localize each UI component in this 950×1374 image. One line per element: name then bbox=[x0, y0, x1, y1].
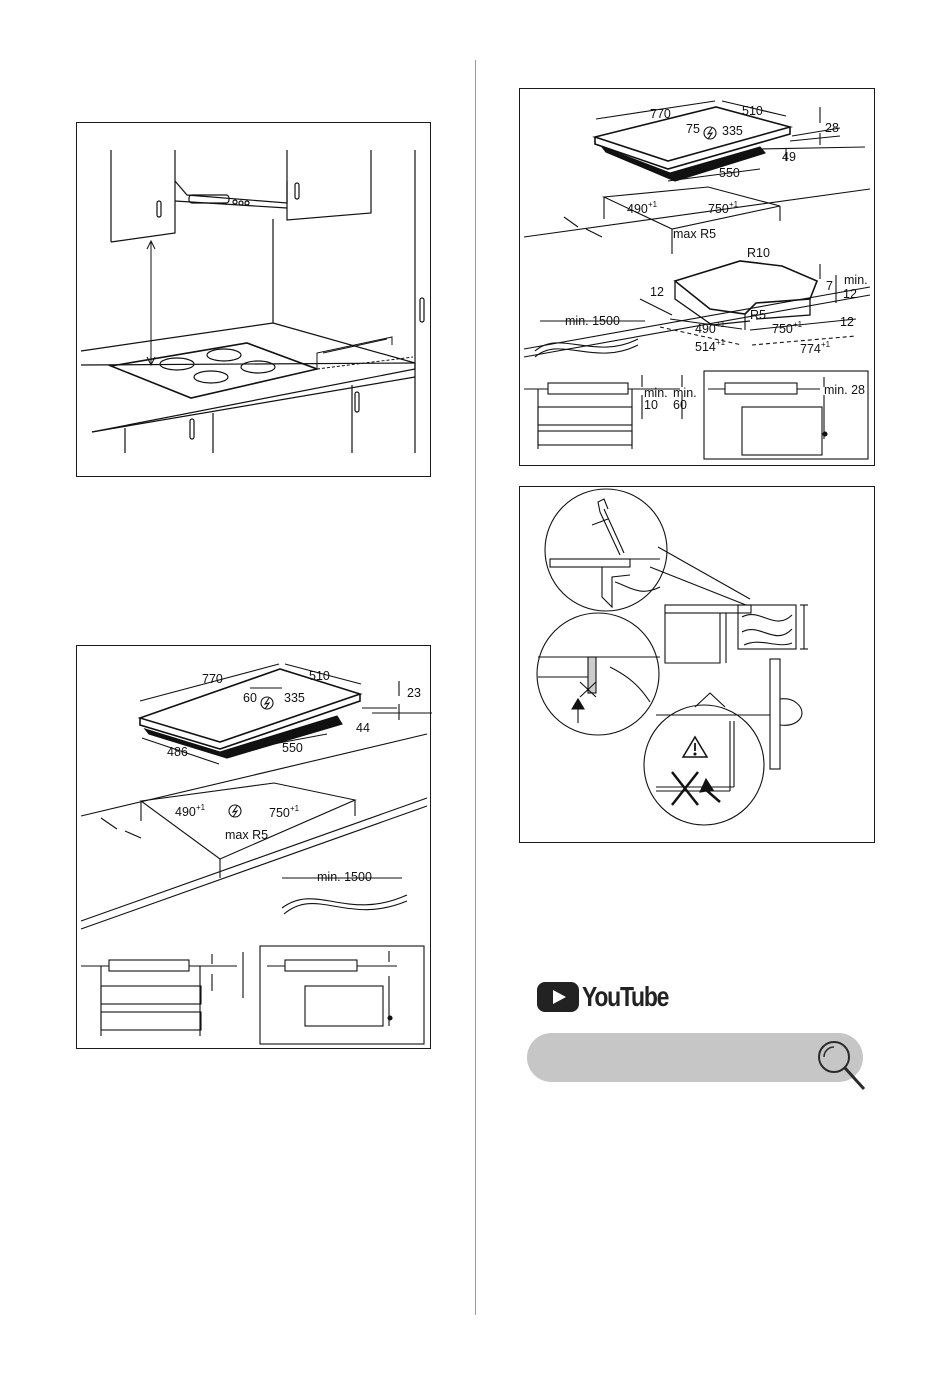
r-dim-box-width: 550 bbox=[719, 166, 740, 180]
cutout-depth: 490 bbox=[175, 805, 196, 819]
frame-outer-width-tol: +1 bbox=[821, 340, 831, 349]
play-icon bbox=[537, 982, 579, 1012]
youtube-wordmark: YouTube bbox=[582, 981, 668, 1013]
column-divider bbox=[475, 60, 476, 1315]
frame-twelve-right: 12 bbox=[843, 287, 857, 301]
dim-box-height: 44 bbox=[356, 721, 370, 735]
frame-twelve-bottom: 12 bbox=[840, 315, 854, 329]
search-icon[interactable] bbox=[812, 1035, 872, 1095]
frame-seven: 7 bbox=[826, 279, 833, 293]
r-cutout-width-tol: +1 bbox=[729, 200, 739, 209]
lightning-icon bbox=[704, 127, 716, 139]
frame-twelve-left: 12 bbox=[650, 285, 664, 299]
dim-offset: 60 bbox=[243, 691, 257, 705]
r-dim-width: 770 bbox=[650, 107, 671, 121]
frame-min: min. bbox=[844, 273, 868, 287]
r-dim-box-height: 49 bbox=[782, 150, 796, 164]
cutout-width: 750 bbox=[269, 806, 290, 820]
frame-width: 750 bbox=[772, 322, 793, 336]
frame-r5: R5 bbox=[750, 308, 766, 322]
frame-outer-depth: 514 bbox=[695, 340, 716, 354]
frame-depth-tol: +1 bbox=[716, 320, 726, 329]
frame-width-tol: +1 bbox=[793, 320, 803, 329]
dim-depth: 510 bbox=[309, 669, 330, 683]
frame-depth: 490 bbox=[695, 322, 716, 336]
frame-outer-depth-tol: +1 bbox=[716, 338, 726, 347]
youtube-logo: YouTube bbox=[537, 981, 687, 1013]
figure-hob-dimensions: 770 510 60 335 23 44 550 486 490 +1 750 … bbox=[76, 645, 431, 1049]
dim-width: 770 bbox=[202, 672, 223, 686]
dim-box-width: 550 bbox=[282, 741, 303, 755]
cable-length: min. 1500 bbox=[317, 870, 372, 884]
r-cutout-depth-tol: +1 bbox=[648, 200, 658, 209]
cutout-depth-tol: +1 bbox=[196, 803, 206, 812]
figure-kitchen-install bbox=[76, 122, 431, 477]
dim-edge: 486 bbox=[167, 745, 188, 759]
dim-thickness: 23 bbox=[407, 686, 421, 700]
r-cutout-width: 750 bbox=[708, 202, 729, 216]
frame-r10: R10 bbox=[747, 246, 770, 260]
r-cutout-depth: 490 bbox=[627, 202, 648, 216]
clear-min28: min. 28 bbox=[824, 383, 865, 397]
clear-ten: 10 bbox=[644, 398, 658, 412]
lightning-icon bbox=[261, 697, 273, 709]
warning-icon bbox=[683, 737, 707, 757]
figure-hob-cutout: 770 510 75 335 28 49 550 490 +1 750 +1 m… bbox=[519, 88, 875, 466]
cutout-radius: max R5 bbox=[225, 828, 268, 842]
cutout-width-tol: +1 bbox=[290, 804, 300, 813]
dim-center: 335 bbox=[284, 691, 305, 705]
r-cutout-radius: max R5 bbox=[673, 227, 716, 241]
r-dim-offset: 75 bbox=[686, 122, 700, 136]
r-cable-length: min. 1500 bbox=[565, 314, 620, 328]
hob-dimension-illustration: 770 510 60 335 23 44 550 486 490 +1 750 … bbox=[77, 646, 432, 1050]
kitchen-illustration bbox=[77, 123, 432, 478]
figure-sealant bbox=[519, 486, 875, 843]
r-dim-center: 335 bbox=[722, 124, 743, 138]
sealant-illustration bbox=[520, 487, 876, 844]
frame-outer-width: 774 bbox=[800, 342, 821, 356]
cutout-illustration: 770 510 75 335 28 49 550 490 +1 750 +1 m… bbox=[520, 89, 876, 467]
r-dim-thickness: 28 bbox=[825, 121, 839, 135]
clear-sixty: 60 bbox=[673, 398, 687, 412]
lightning-icon bbox=[229, 805, 241, 817]
r-dim-depth: 510 bbox=[742, 104, 763, 118]
